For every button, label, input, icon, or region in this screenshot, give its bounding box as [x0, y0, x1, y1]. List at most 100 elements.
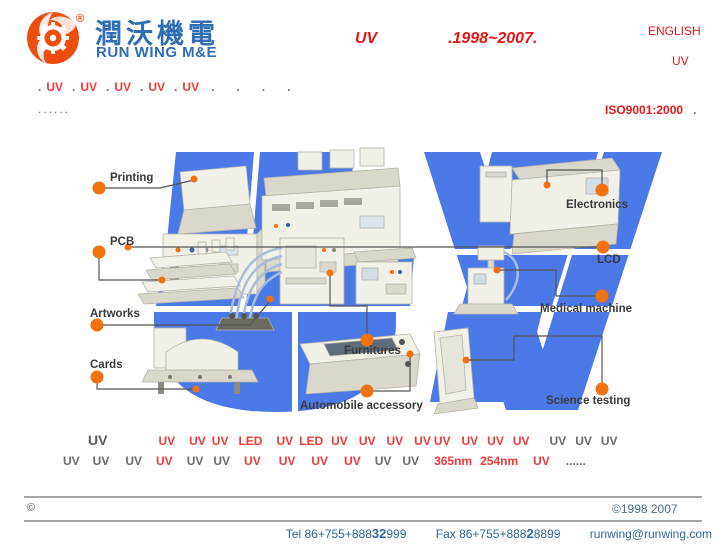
connector-medical: [497, 269, 598, 297]
iso-certification: ISO9001:2000.: [605, 103, 696, 117]
machine-illustration-medical: [453, 245, 519, 315]
link-token[interactable]: UV: [114, 80, 132, 94]
separator-dot: .: [106, 80, 110, 94]
link-token[interactable]: UV: [414, 434, 431, 448]
link-token[interactable]: UV: [156, 454, 173, 468]
link-token[interactable]: UV: [92, 454, 110, 468]
iso-dot: .: [693, 103, 697, 117]
machine-illustration-science-panel: [433, 327, 479, 415]
machine-dots: [124, 175, 551, 393]
separator-dot: ......: [565, 454, 586, 468]
diagram-label-furnitures[interactable]: Furnitures: [344, 345, 401, 357]
link-token[interactable]: UV: [189, 434, 206, 448]
hotspot-dot-automobile[interactable]: [360, 384, 374, 398]
link-token[interactable]: UV: [158, 434, 176, 448]
link-token[interactable]: UV: [125, 454, 143, 468]
link-token[interactable]: UV: [575, 434, 592, 448]
registered-mark: ®: [76, 13, 84, 25]
link-token[interactable]: 365nm: [434, 454, 473, 468]
link-token[interactable]: UV: [331, 434, 348, 448]
link-token[interactable]: UV: [549, 434, 567, 448]
connector-automobile: [371, 357, 411, 392]
diagram-label-medical-machine[interactable]: Medical machine: [540, 303, 632, 315]
hotspot-dot-cards[interactable]: [90, 370, 104, 384]
link-token[interactable]: UV: [211, 434, 229, 448]
fax-number: Fax 86+755+88828899: [435, 526, 561, 541]
link-token[interactable]: UV: [374, 454, 392, 468]
header-uv-link[interactable]: UV: [672, 54, 689, 68]
english-language-link[interactable]: ENGLISH: [648, 24, 701, 38]
connector-artworks: [97, 300, 271, 326]
hotspot-dot-artworks[interactable]: [90, 318, 104, 332]
tel-number: Tel 86+755+88832999: [285, 526, 407, 541]
link-token[interactable]: UV: [46, 80, 64, 94]
top-nav-links: .UV.UV.UV.UV.UV....: [38, 80, 688, 94]
diagram-label-printing[interactable]: Printing: [110, 172, 153, 184]
link-token[interactable]: UV: [182, 80, 200, 94]
diagram-label-science-testing[interactable]: Science testing: [546, 395, 630, 407]
link-token[interactable]: 254nm: [480, 454, 519, 468]
link-token[interactable]: UV: [386, 434, 404, 448]
link-token[interactable]: UV: [186, 454, 204, 468]
link-token[interactable]: UV: [358, 434, 376, 448]
hotspot-dot-science[interactable]: [595, 382, 609, 396]
nav-dots-row: ......: [38, 102, 71, 116]
diagram-label-pcb[interactable]: PCB: [110, 236, 134, 248]
diagram-label-artworks[interactable]: Artworks: [90, 308, 140, 320]
link-token[interactable]: UV: [600, 434, 618, 448]
connector-lines: [96, 169, 603, 392]
separator-dot: .: [236, 80, 240, 94]
copyright-years: ©1998 2007: [612, 502, 678, 516]
link-token[interactable]: UV: [402, 454, 420, 468]
diagram-label-electronics[interactable]: Electronics: [566, 199, 628, 211]
machine-illustration-tube-unit: [215, 237, 345, 331]
separator-dot: .: [211, 80, 215, 94]
link-token[interactable]: UV: [278, 454, 296, 468]
hotspot-dot-furnitures[interactable]: [360, 333, 374, 347]
copyright-symbol: ©: [27, 502, 36, 514]
header-years: .1998~2007.: [448, 30, 538, 47]
hotspot-dot-printing[interactable]: [92, 181, 106, 195]
connector-electronics: [546, 169, 603, 186]
separator-dot: .: [38, 80, 42, 94]
company-name-latin: RUN WING M&E: [96, 44, 217, 61]
diagram-label-cards[interactable]: Cards: [90, 359, 123, 371]
link-token[interactable]: UV: [244, 454, 261, 468]
hotspot-dot-electronics[interactable]: [595, 183, 609, 197]
hotspot-dot-pcb[interactable]: [92, 245, 106, 259]
link-token[interactable]: LED: [238, 434, 263, 448]
link-token[interactable]: UV: [63, 454, 80, 468]
hotspot-dot-medical[interactable]: [595, 289, 609, 303]
link-token[interactable]: UV: [276, 434, 294, 448]
link-token[interactable]: UV: [80, 80, 98, 94]
link-token[interactable]: UV: [213, 454, 231, 468]
connector-furnitures: [329, 276, 368, 338]
link-token[interactable]: UV: [487, 434, 504, 448]
diagram-label-lcd[interactable]: LCD: [597, 254, 621, 266]
link-token[interactable]: UV: [311, 454, 329, 468]
separator-dot: .: [174, 80, 178, 94]
link-token[interactable]: LED: [299, 434, 324, 448]
link-token[interactable]: UV: [88, 432, 108, 448]
separator-dot: .: [261, 80, 266, 94]
product-links-row-2: UV UV UV UV UV UV UV UV UV UV UV UV 365nm 254nm UV....…: [63, 454, 586, 468]
connector-science: [468, 335, 603, 385]
link-token[interactable]: UV: [148, 80, 166, 94]
machine-illustration-pcb-stack: [137, 237, 245, 305]
email-link[interactable]: runwing@runwing.com: [589, 527, 712, 541]
link-token[interactable]: UV: [344, 454, 361, 468]
machine-illustration-flatbed: [299, 333, 421, 395]
separator-dot: .: [287, 80, 291, 94]
runwing-logo-icon[interactable]: ®: [26, 8, 88, 68]
link-token[interactable]: UV: [512, 434, 530, 448]
link-token[interactable]: UV: [533, 454, 550, 468]
link-token[interactable]: UV: [461, 434, 479, 448]
hotspot-dot-lcd[interactable]: [596, 240, 610, 254]
machine-illustration-benchtop: [353, 247, 417, 305]
connector-pcb: [98, 252, 160, 281]
footer-divider-top: [24, 496, 702, 498]
link-token[interactable]: UV: [433, 434, 451, 448]
diagram-label-automobile-accessory[interactable]: Automobile accessory: [300, 400, 423, 412]
separator-dot: .: [72, 80, 76, 94]
